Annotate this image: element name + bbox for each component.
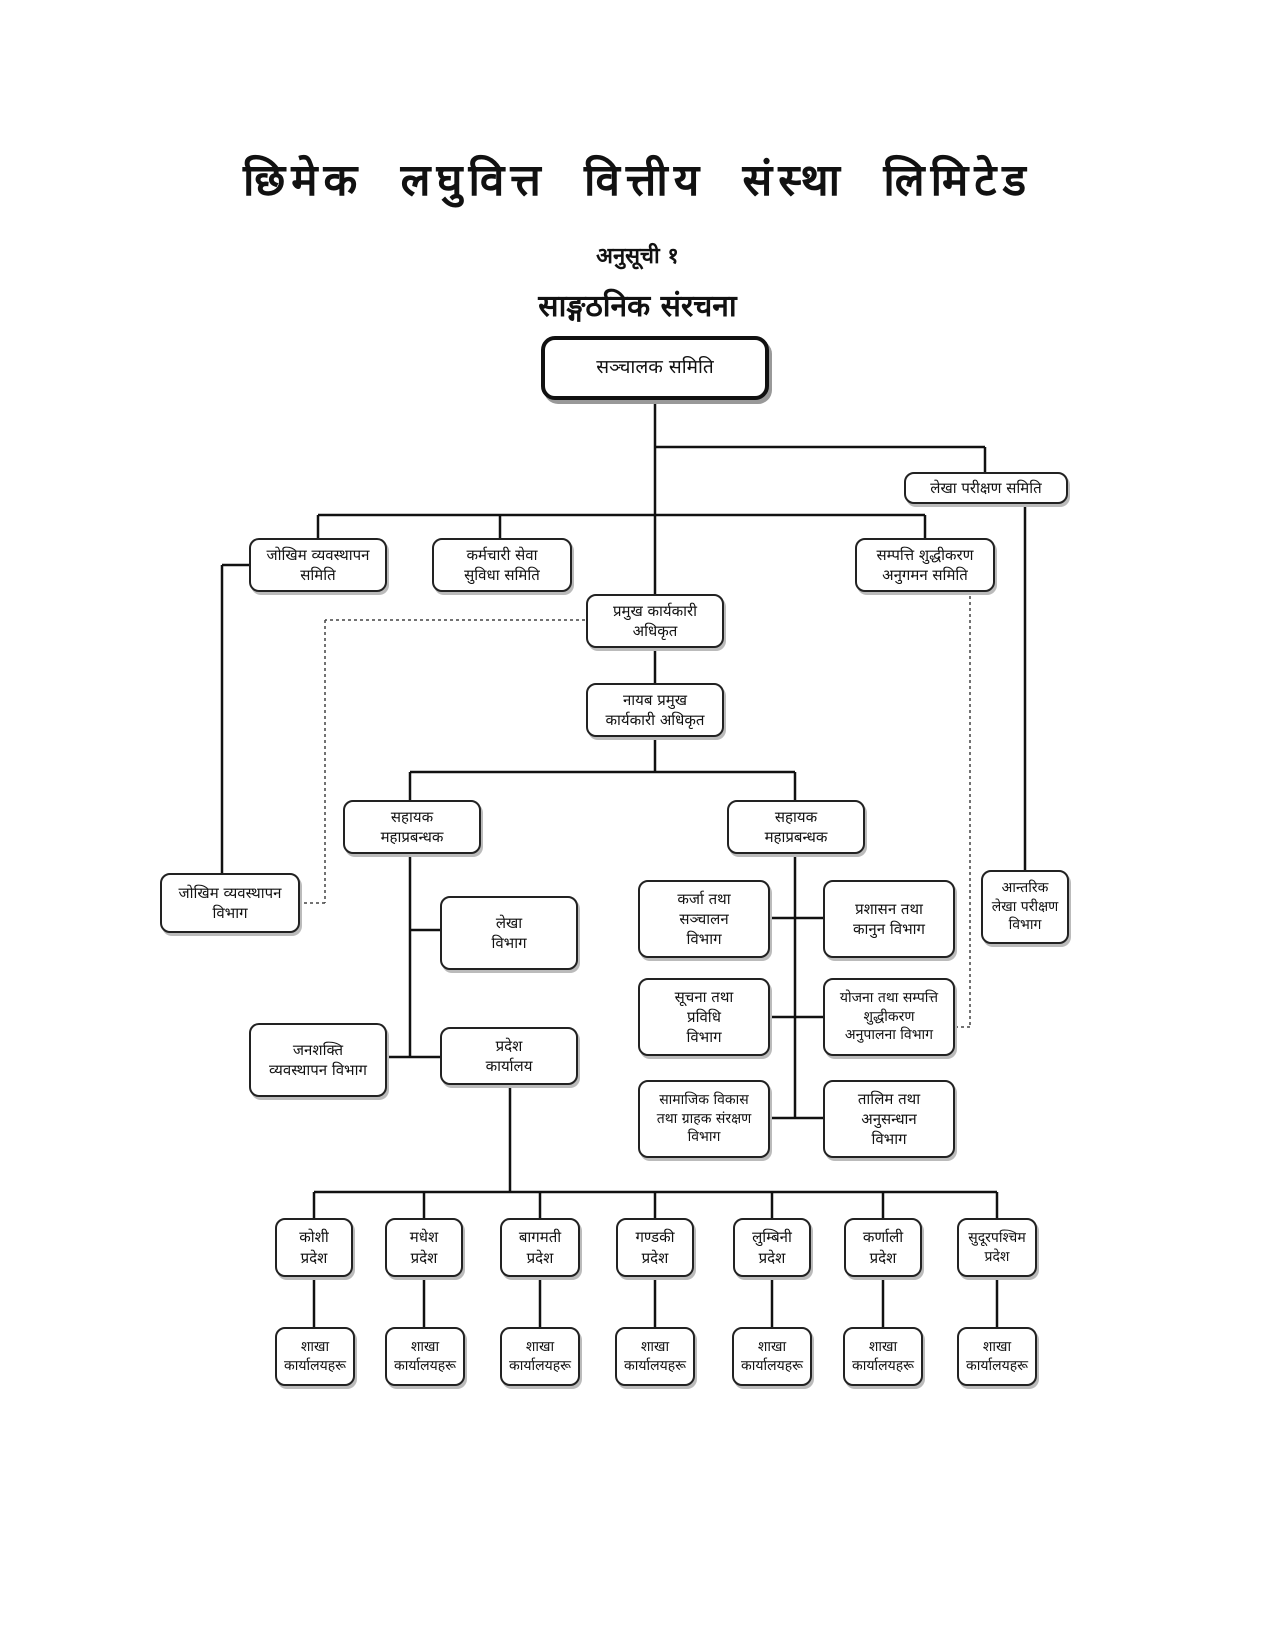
agm-left-box: सहायक महाप्रबन्धक — [343, 800, 481, 854]
agm-right-box: सहायक महाप्रबन्धक — [727, 800, 865, 854]
training-research-department-box: तालिम तथा अनुसन्धान विभाग — [823, 1080, 955, 1158]
province-box-koshi: कोशी प्रदेश — [275, 1218, 353, 1277]
branch-offices-box-sudurpashchim: शाखा कार्यालयहरू — [957, 1327, 1037, 1386]
branch-offices-box-koshi: शाखा कार्यालयहरू — [275, 1327, 355, 1386]
board-of-directors-box: सञ्चालक समिति — [541, 336, 769, 400]
internal-audit-department-box: आन्तरिक लेखा परीक्षण विभाग — [981, 870, 1069, 944]
deputy-ceo-box: नायब प्रमुख कार्यकारी अधिकृत — [586, 683, 724, 737]
it-department-box: सूचना तथा प्रविधि विभाग — [638, 978, 770, 1056]
province-box-gandaki: गण्डकी प्रदेश — [616, 1218, 694, 1277]
audit-committee-box: लेखा परीक्षण समिति — [904, 472, 1068, 504]
branch-offices-box-madhesh: शाखा कार्यालयहरू — [385, 1327, 465, 1386]
province-box-bagmati: बागमती प्रदेश — [500, 1218, 580, 1277]
risk-management-department-box: जोखिम व्यवस्थापन विभाग — [160, 873, 300, 933]
chart-heading: साङ्गठनिक संरचना — [538, 289, 737, 324]
loan-operations-department-box: कर्जा तथा सञ्चालन विभाग — [638, 880, 770, 958]
province-box-lumbini: लुम्बिनी प्रदेश — [733, 1218, 811, 1277]
organization-title: छिमेक लघुवित्त वित्तीय संस्था लिमिटेड — [242, 155, 1033, 206]
accounts-department-box: लेखा विभाग — [440, 896, 578, 970]
province-box-karnali: कर्णाली प्रदेश — [844, 1218, 922, 1277]
province-box-sudurpashchim: सुदूरपश्चिम प्रदेश — [957, 1218, 1037, 1277]
branch-offices-box-lumbini: शाखा कार्यालयहरू — [732, 1327, 812, 1386]
aml-monitoring-committee-box: सम्पत्ति शुद्धीकरण अनुगमन समिति — [855, 538, 995, 592]
planning-aml-compliance-department-box: योजना तथा सम्पत्ति शुद्धीकरण अनुपालना वि… — [823, 978, 955, 1056]
province-office-box: प्रदेश कार्यालय — [440, 1027, 578, 1085]
schedule-label: अनुसूची १ — [596, 244, 679, 269]
hr-department-box: जनशक्ति व्यवस्थापन विभाग — [249, 1023, 387, 1097]
province-box-madhesh: मधेश प्रदेश — [385, 1218, 463, 1277]
ceo-box: प्रमुख कार्यकारी अधिकृत — [586, 594, 724, 648]
admin-legal-department-box: प्रशासन तथा कानुन विभाग — [823, 880, 955, 958]
branch-offices-box-bagmati: शाखा कार्यालयहरू — [500, 1327, 580, 1386]
branch-offices-box-karnali: शाखा कार्यालयहरू — [843, 1327, 923, 1386]
risk-management-committee-box: जोखिम व्यवस्थापन समिति — [249, 538, 387, 592]
social-development-department-box: सामाजिक विकास तथा ग्राहक संरक्षण विभाग — [638, 1080, 770, 1158]
employee-service-committee-box: कर्मचारी सेवा सुविधा समिति — [432, 538, 572, 592]
branch-offices-box-gandaki: शाखा कार्यालयहरू — [615, 1327, 695, 1386]
